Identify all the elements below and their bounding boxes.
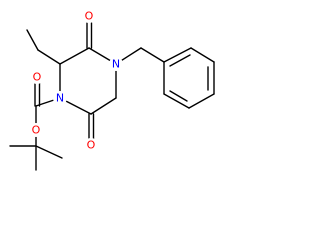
atom-labels: N N O O O O (29, 9, 123, 152)
atom-n1: N (53, 91, 67, 105)
bond-ph-inner-1 (169, 54, 191, 67)
atom-o-ester-label: O (32, 124, 41, 137)
bond-c3-c2 (59, 47, 90, 65)
bond-ph-2 (190, 47, 215, 63)
molecule-diagram: N N O O O O (9, 9, 215, 171)
bond-ph-4 (188, 93, 215, 109)
bond-ctert-me-right (35, 145, 63, 159)
bond-ph-inner-3 (169, 90, 188, 102)
bond-ch2-phenyl (140, 47, 165, 63)
atom-o-ring-bottom: O (84, 138, 98, 152)
bond-ph-1 (163, 47, 192, 63)
bond-ph-5 (163, 93, 190, 109)
atom-n1-label: N (56, 92, 64, 105)
atom-o-ring-bottom-label: O (87, 139, 96, 152)
atom-o-ring-top: O (82, 9, 96, 23)
atom-o-carbonyl: O (30, 70, 44, 84)
atom-n4: N (109, 57, 123, 71)
atom-n4-label: N (112, 58, 120, 71)
bond-c2-ethyl (37, 49, 61, 65)
atom-o-carbonyl-label: O (33, 71, 42, 84)
atom-o-ring-top-label: O (85, 10, 94, 23)
bond-c6-c5 (90, 97, 117, 115)
atom-o-ester: O (29, 123, 43, 137)
bonds (9, 22, 215, 171)
bond-ethyl-ch3 (26, 29, 39, 51)
